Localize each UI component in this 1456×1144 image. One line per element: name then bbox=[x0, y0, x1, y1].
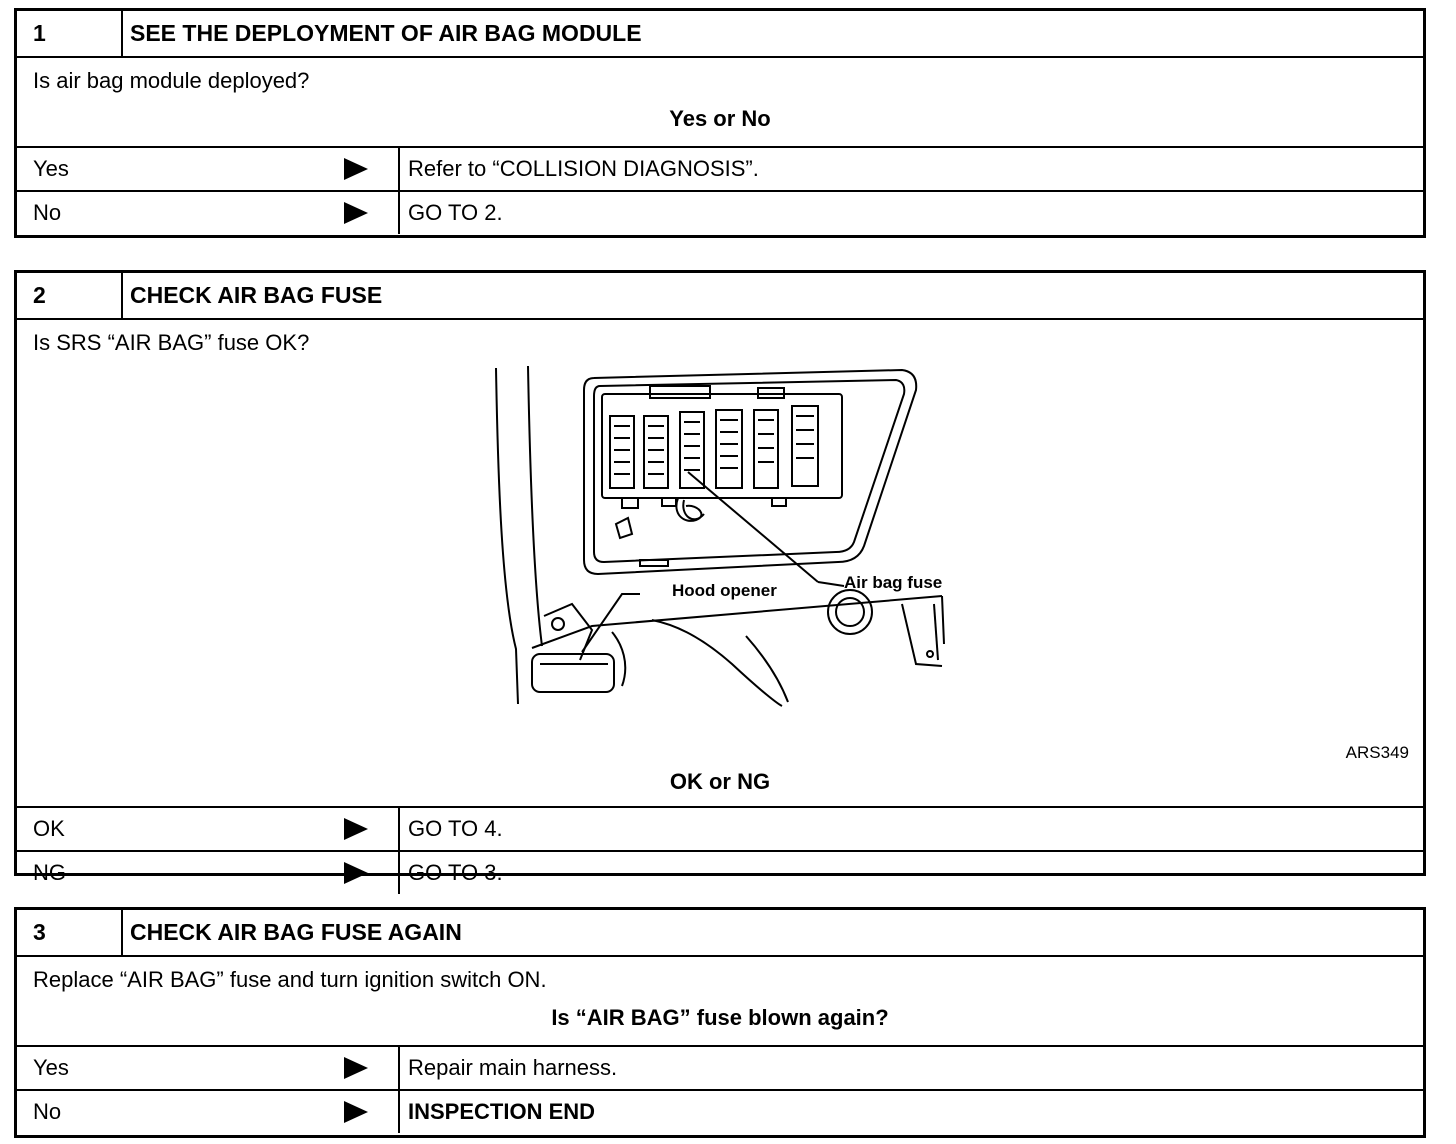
arrow-right-icon bbox=[344, 1101, 368, 1123]
action-text: INSPECTION END bbox=[408, 1099, 596, 1124]
arrow-right-icon bbox=[344, 158, 368, 180]
answer-cell: No bbox=[17, 1091, 400, 1133]
answer-label: NG bbox=[33, 860, 66, 885]
step-title: CHECK AIR BAG FUSE AGAIN bbox=[130, 919, 462, 945]
arrow-right-icon bbox=[344, 818, 368, 840]
step-question: Is SRS “AIR BAG” fuse OK? bbox=[33, 330, 310, 355]
step-3-block: 3 CHECK AIR BAG FUSE AGAIN Replace “AIR … bbox=[14, 907, 1426, 1138]
answer-row: OK GO TO 4. bbox=[17, 808, 1423, 852]
hood-opener-callout: Hood opener bbox=[672, 581, 777, 600]
action-text: GO TO 3. bbox=[408, 860, 503, 885]
step-2-block: 2 CHECK AIR BAG FUSE Is SRS “AIR BAG” fu… bbox=[14, 270, 1426, 894]
answer-cell: OK bbox=[17, 808, 400, 850]
arrow-right-icon bbox=[344, 1057, 368, 1079]
step-header: 1 SEE THE DEPLOYMENT OF AIR BAG MODULE bbox=[17, 11, 1423, 58]
step-title: CHECK AIR BAG FUSE bbox=[130, 282, 383, 308]
fuse-block-illustration: Air bag fuse Hood opener bbox=[495, 365, 945, 707]
answer-row: Yes Refer to “COLLISION DIAGNOSIS”. bbox=[17, 148, 1423, 192]
answer-label: No bbox=[33, 200, 62, 225]
answer-row: No GO TO 2. bbox=[17, 192, 1423, 234]
answer-label: Yes bbox=[33, 1055, 69, 1080]
step-question: Is air bag module deployed? bbox=[33, 68, 310, 93]
air-bag-fuse-callout: Air bag fuse bbox=[844, 573, 942, 592]
step-header: 2 CHECK AIR BAG FUSE bbox=[17, 273, 1423, 320]
answer-caption: Yes or No bbox=[17, 92, 1423, 148]
answer-cell: No bbox=[17, 192, 400, 234]
step-title: SEE THE DEPLOYMENT OF AIR BAG MODULE bbox=[130, 20, 642, 46]
answer-label: No bbox=[33, 1099, 62, 1124]
answer-cell: NG bbox=[17, 852, 400, 894]
answer-label: OK bbox=[33, 816, 65, 841]
figure-id: ARS349 bbox=[1345, 743, 1409, 762]
action-text: GO TO 2. bbox=[408, 200, 503, 225]
fuse-location-figure: Air bag fuse Hood opener ARS349 bbox=[17, 354, 1423, 762]
answer-caption: Is “AIR BAG” fuse blown again? bbox=[17, 991, 1423, 1047]
answer-caption: OK or NG bbox=[17, 757, 1423, 808]
step-header: 3 CHECK AIR BAG FUSE AGAIN bbox=[17, 910, 1423, 957]
answer-row: No INSPECTION END bbox=[17, 1091, 1423, 1133]
answer-cell: Yes bbox=[17, 148, 400, 190]
step-number: 2 bbox=[17, 273, 123, 318]
answer-row: Yes Repair main harness. bbox=[17, 1047, 1423, 1091]
answer-cell: Yes bbox=[17, 1047, 400, 1089]
arrow-right-icon bbox=[344, 202, 368, 224]
answer-row: NG GO TO 3. bbox=[17, 852, 1423, 894]
step-number: 1 bbox=[17, 11, 123, 56]
answer-label: Yes bbox=[33, 156, 69, 181]
action-text: Refer to “COLLISION DIAGNOSIS”. bbox=[408, 156, 759, 181]
step-number: 3 bbox=[17, 910, 123, 955]
step-1-block: 1 SEE THE DEPLOYMENT OF AIR BAG MODULE I… bbox=[14, 8, 1426, 238]
arrow-right-icon bbox=[344, 862, 368, 884]
action-text: Repair main harness. bbox=[408, 1055, 618, 1080]
action-text: GO TO 4. bbox=[408, 816, 503, 841]
step-question: Replace “AIR BAG” fuse and turn ignition… bbox=[33, 967, 547, 992]
